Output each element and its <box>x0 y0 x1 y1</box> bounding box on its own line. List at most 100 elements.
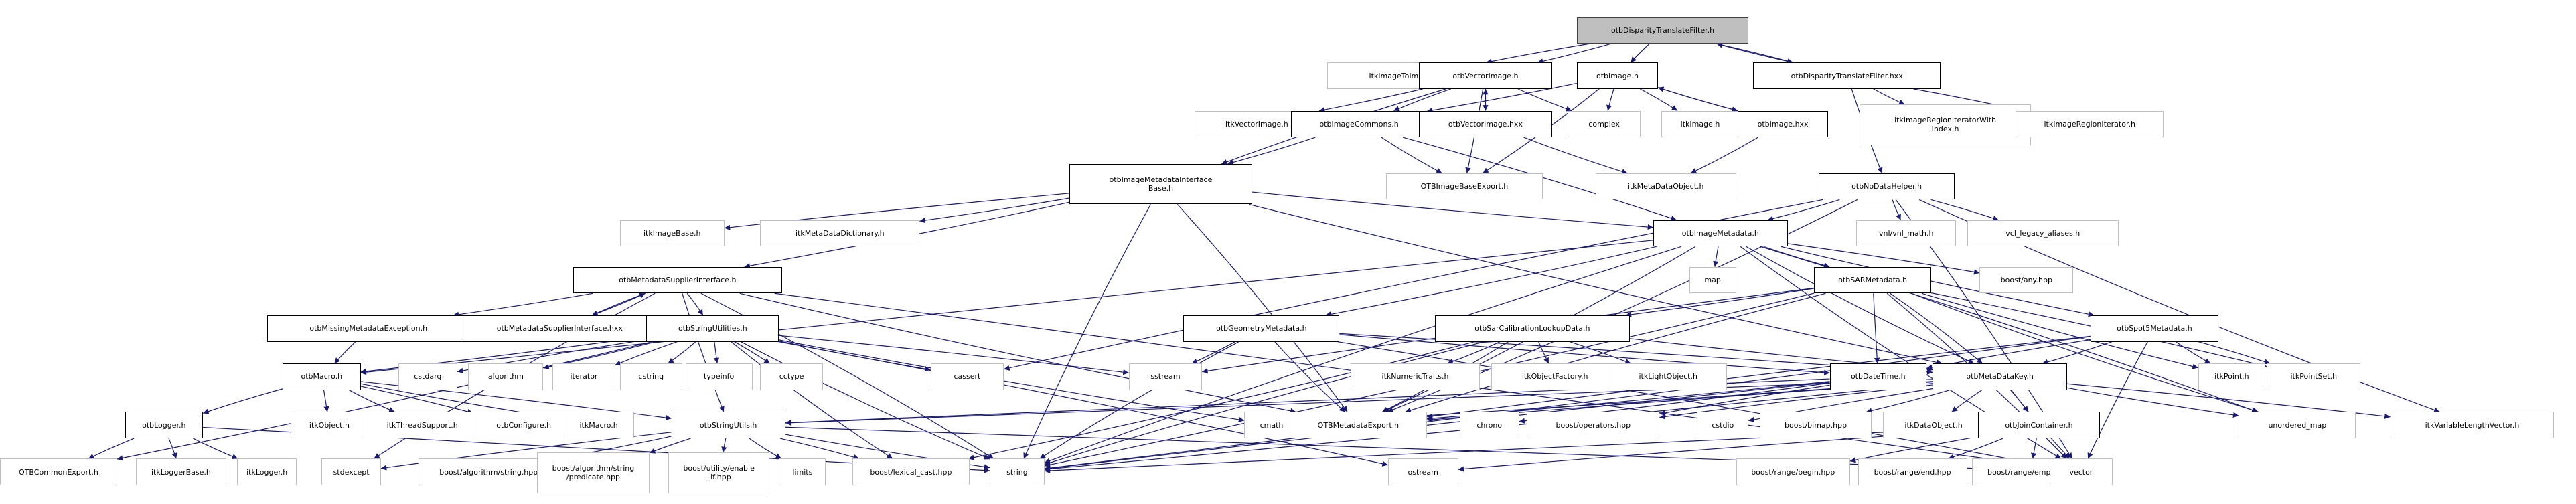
edge-otbStringUtils-to-boost_alg_pred <box>649 438 691 454</box>
node-otbVectorImageHxx[interactable]: otbVectorImage.hxx <box>1419 110 1552 138</box>
node-unordered-map: unordered_map <box>2239 412 2356 439</box>
node-itkImage: itkImage.h <box>1661 110 1740 138</box>
node-vector: vector <box>2050 458 2113 486</box>
edge-otbStringUtilities-to-typeinfo <box>713 341 720 364</box>
node-cstdarg: cstdarg <box>398 363 458 390</box>
node-itkImageBase: itkImageBase.h <box>619 220 725 247</box>
node-otbGeometryMetadata[interactable]: otbGeometryMetadata.h <box>1183 315 1340 342</box>
node-root[interactable]: otbDisparityTranslateFilter.h <box>1576 17 1749 44</box>
edge-otbImageHxx-to-otbImage <box>1657 86 1738 112</box>
node-itkIRI: itkImageRegionIterator.h <box>2015 110 2164 138</box>
node-otbImage[interactable]: otbImage.h <box>1576 62 1659 89</box>
node-vnl-math: vnl/vnl_math.h <box>1856 220 1957 247</box>
edge-otbSARMetadata-to-OTBMetadataExport <box>1405 292 1826 413</box>
node-cstring: cstring <box>619 363 682 390</box>
node-complex: complex <box>1567 110 1641 138</box>
edge-otbMissingMeta-to-otbMacro <box>334 341 356 364</box>
node-otbStringUtils[interactable]: otbStringUtils.h <box>671 412 785 439</box>
edge-otbStringUtils-to-limits <box>749 438 782 459</box>
edge-otbVectorImageHxx-to-itkMetaDataObject <box>1523 137 1628 175</box>
node-otbJoinContainer[interactable]: otbJoinContainer.h <box>1978 412 2100 439</box>
node-map: map <box>1689 266 1736 294</box>
edge-otbSARMetadata-to-otbDateTime <box>1873 293 1880 364</box>
node-itkNumericTraits: itkNumericTraits.h <box>1350 363 1481 390</box>
edge-otbIMIB-to-otbImageMetadata <box>1252 191 1654 230</box>
node-itkObject: itkObject.h <box>290 412 369 439</box>
node-otbImageCommons[interactable]: otbImageCommons.h <box>1291 110 1427 138</box>
node-otbSpot5[interactable]: otbSpot5Metadata.h <box>2090 315 2219 342</box>
edge-otbMSIHxx-to-otbMSI <box>591 292 646 316</box>
node-otbNoDataHelper[interactable]: otbNoDataHelper.h <box>1819 173 1955 200</box>
edge-otbGeometryMetadata-to-otbDateTime <box>1339 334 1830 375</box>
edge-otbMacro-to-otbConfigure <box>360 386 473 415</box>
node-itkMetaDataObject: itkMetaDataObject.h <box>1595 173 1736 200</box>
edge-otbImage-to-itkImage <box>1640 88 1678 112</box>
edge-otbSARMetadata-to-otbSarCalib <box>1625 288 1815 318</box>
edge-otbMacro-to-itkObject <box>323 390 329 412</box>
edge-otbVectorImage-to-complex <box>1517 88 1572 112</box>
edge-otbStringUtilities-to-cctype <box>734 341 771 364</box>
edge-otbJoinContainer-to-boost_begin <box>1849 436 1979 463</box>
node-cctype: cctype <box>760 363 823 390</box>
edge-otbMacro-to-itkThreadSupport <box>349 390 395 413</box>
edge-otbLogger-to-OTBCommonExport <box>88 438 135 459</box>
edge-otbIMIB-to-string <box>1023 204 1151 459</box>
node-ostream: ostream <box>1387 458 1458 486</box>
edge-otbImageMetadata-to-otbSARMetadata <box>1763 246 1830 268</box>
edge-otbImage-to-complex <box>1606 88 1614 111</box>
edge-otbSpot5-to-itkPoint <box>2175 341 2211 364</box>
edge-otbSpot5-to-string <box>1044 336 2091 471</box>
edge-otbImageCommons-to-OTBImageBaseExport <box>1381 137 1442 174</box>
node-OTBCommonExport: OTBCommonExport.h <box>0 458 117 486</box>
node-itkDataObject: itkDataObject.h <box>1882 412 1985 439</box>
node-otbDispHxx[interactable]: otbDisparityTranslateFilter.hxx <box>1753 62 1941 89</box>
node-otbDateTime[interactable]: otbDateTime.h <box>1829 363 1927 390</box>
node-otbImageHxx[interactable]: otbImage.hxx <box>1737 110 1829 138</box>
node-otbMSI[interactable]: otbMetadataSupplierInterface.h <box>573 266 783 294</box>
node-otbStringUtilities[interactable]: otbStringUtilities.h <box>646 315 779 342</box>
node-itkObjectFactory: itkObjectFactory.h <box>1491 363 1619 390</box>
node-otbMetaDataKey[interactable]: otbMetaDataKey.h <box>1933 363 2067 390</box>
edge-otbSpot5-to-itkPointSet <box>2198 341 2271 365</box>
node-iterator: iterator <box>552 363 615 390</box>
edge-otbLogger-to-itkLoggerBase <box>168 438 177 459</box>
edge-otbDispHxx-to-itkIRIWI <box>1873 88 1905 105</box>
node-otbImageMetadata[interactable]: otbImageMetadata.h <box>1653 220 1788 247</box>
edge-otbSARMetadata-to-unordered_map <box>1911 292 2259 413</box>
edge-otbSARMetadata-to-itkPoint <box>1921 292 2198 369</box>
node-otbSARMetadata[interactable]: otbSARMetadata.h <box>1814 266 1932 294</box>
node-otbMacro[interactable]: otbMacro.h <box>283 363 361 390</box>
edge-otbMetaDataKey-to-boost_bimap <box>1866 390 1950 414</box>
node-itkMetaDataDictionary: itkMetaDataDictionary.h <box>760 220 920 247</box>
node-otbLogger[interactable]: otbLogger.h <box>125 412 204 439</box>
node-itkIRIWI: itkImageRegionIteratorWith Index.h <box>1859 104 2032 145</box>
edge-otbStringUtilities-to-iterator <box>615 341 678 366</box>
node-otbVectorImage[interactable]: otbVectorImage.h <box>1419 62 1552 89</box>
node-otbSarCalib[interactable]: otbSarCalibrationLookupData.h <box>1434 315 1631 342</box>
node-itkMacro: itkMacro.h <box>563 412 634 439</box>
edge-otbImageMetadata-to-otbGeometryMetadata <box>1325 246 1657 317</box>
edge-otbImageMetadata-to-boost_any <box>1787 243 1980 275</box>
edge-otbIMIB-to-otbMetaDataKey <box>1249 203 1943 365</box>
edge-otbIMIB-to-OTBMetadataExport <box>1177 203 1348 412</box>
edge-otbSpot5-to-OTBMetadataExport <box>1426 335 2091 419</box>
node-boost-bimap: boost/bimap.hpp <box>1759 412 1872 439</box>
node-otbMissingMeta[interactable]: otbMissingMetadataException.h <box>267 315 470 342</box>
edge-otbImageCommons-to-otbImageMetadata <box>1402 137 1677 222</box>
node-boost-alg-string: boost/algorithm/string.hpp <box>418 458 559 486</box>
node-OTBMetadataExport: OTBMetadataExport.h <box>1289 412 1427 439</box>
edge-otbImageCommons-to-otbIMIB <box>1227 137 1316 165</box>
node-otbMSIHxx[interactable]: otbMetadataSupplierInterface.hxx <box>460 315 659 342</box>
edge-otbStringUtilities-to-string <box>741 341 990 460</box>
edge-otbNoDataHelper-to-otbImageMetadata <box>1767 199 1840 222</box>
edge-otbDispHxx-to-root <box>1716 42 1793 63</box>
edge-otbStringUtilities-to-cstring <box>668 341 696 364</box>
node-boost-alg-pred: boost/algorithm/string /predicate.hpp <box>537 452 650 493</box>
edge-otbMSI-to-otbStringUtils <box>682 293 725 412</box>
node-otbIMIB[interactable]: otbImageMetadataInterface Base.h <box>1069 163 1252 205</box>
edge-otbMacro-to-otbLogger <box>202 388 283 414</box>
edge-root-to-otbImage <box>1630 43 1650 63</box>
node-itkLogger: itkLogger.h <box>237 458 297 486</box>
edge-otbIMIB-to-itkMetaDataDictionary <box>919 197 1070 224</box>
